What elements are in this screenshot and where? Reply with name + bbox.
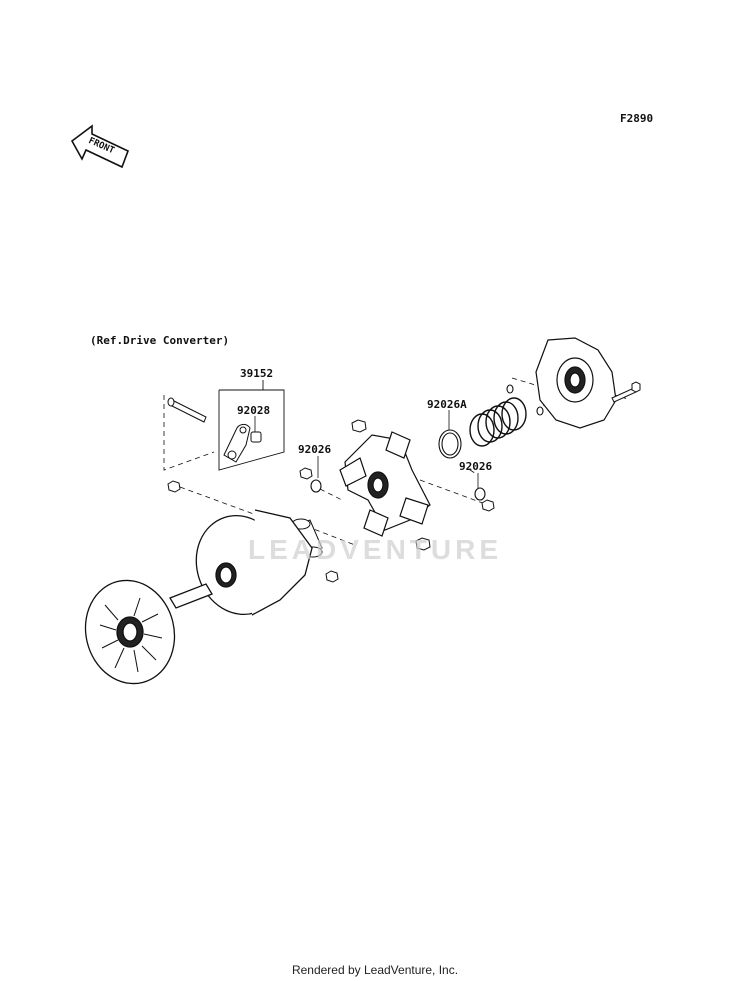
footer-credit: Rendered by LeadVenture, Inc. xyxy=(291,963,459,977)
ref-note: (Ref.Drive Converter) xyxy=(90,334,230,347)
leader-lines xyxy=(254,410,479,490)
weight-arm-part xyxy=(223,423,262,463)
movable-sheave-part xyxy=(195,509,313,616)
fixed-sheave-part xyxy=(84,579,213,685)
part-label-92026A: 92026A xyxy=(427,398,467,411)
watermark: LEADVENTURE xyxy=(248,534,503,565)
front-arrow-icon: FRONT xyxy=(70,124,130,169)
small-nuts xyxy=(167,419,495,583)
bolt-small-part xyxy=(167,397,207,423)
part-label-92026-left: 92026 xyxy=(298,443,332,456)
part-label-92028: 92028 xyxy=(237,404,271,417)
part-label-92026-right: 92026 xyxy=(459,460,493,473)
spider-part xyxy=(339,431,431,537)
figure-code: F2890 xyxy=(620,112,654,125)
cover-part xyxy=(535,337,617,429)
spring-part xyxy=(469,397,527,447)
cover-bolt-part xyxy=(611,381,641,403)
part-label-39152: 39152 xyxy=(240,367,274,380)
rings xyxy=(310,384,544,501)
bracket-39152 xyxy=(218,380,285,471)
